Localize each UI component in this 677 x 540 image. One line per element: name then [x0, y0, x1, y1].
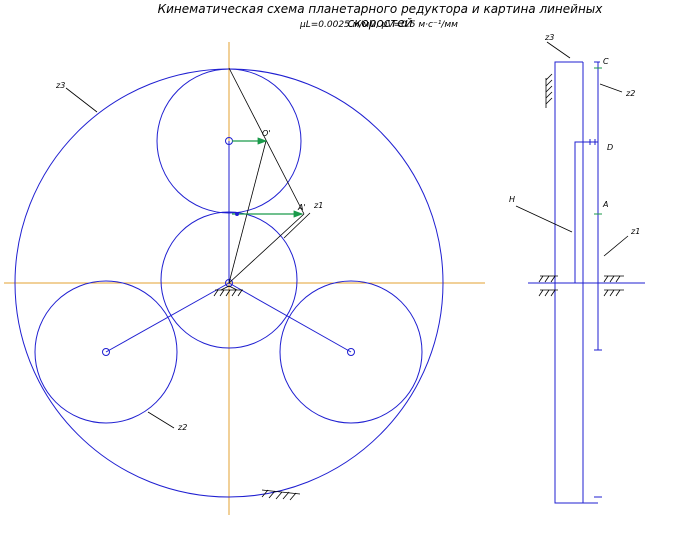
planet-gear-left [34, 280, 178, 424]
label-o-prime: O' [262, 129, 271, 138]
side-label-d: D [607, 143, 613, 152]
leader-z1 [283, 212, 311, 239]
label-a-prime: A' [297, 203, 306, 212]
side-label-a: A [602, 200, 608, 209]
side-label-c: C [603, 57, 609, 66]
side-label-h: H [509, 195, 515, 204]
scale-annotation: μL=0.0025 м/мм, μV=0.5 м·с⁻¹/мм [300, 20, 458, 30]
contact-point-a [235, 212, 239, 216]
side-view [515, 41, 645, 504]
label-z3: z3 [55, 81, 65, 90]
velocity-line-a [228, 213, 305, 284]
side-label-z3: z3 [544, 33, 554, 42]
planet-axle-left [102, 348, 110, 356]
velocity-line-o [228, 140, 267, 284]
central-axle [225, 279, 233, 287]
side-label-z1: z1 [630, 227, 640, 236]
carrier-arm-right [228, 282, 352, 353]
leader-z2 [147, 411, 175, 429]
side-label-z2: z2 [625, 89, 635, 98]
label-z2: z2 [177, 423, 187, 432]
carrier-side [544, 141, 598, 284]
planet-gear-right [279, 280, 423, 424]
leader-z3 [65, 87, 98, 113]
carrier-arm-left [105, 282, 230, 353]
ground-hatch-center [213, 285, 243, 297]
label-z1: z1 [313, 201, 323, 210]
diagram-title: Кинематическая схема планетарного редукт… [157, 2, 603, 30]
ground-hatch-ring [261, 489, 301, 501]
planet-axle-right [347, 348, 355, 356]
